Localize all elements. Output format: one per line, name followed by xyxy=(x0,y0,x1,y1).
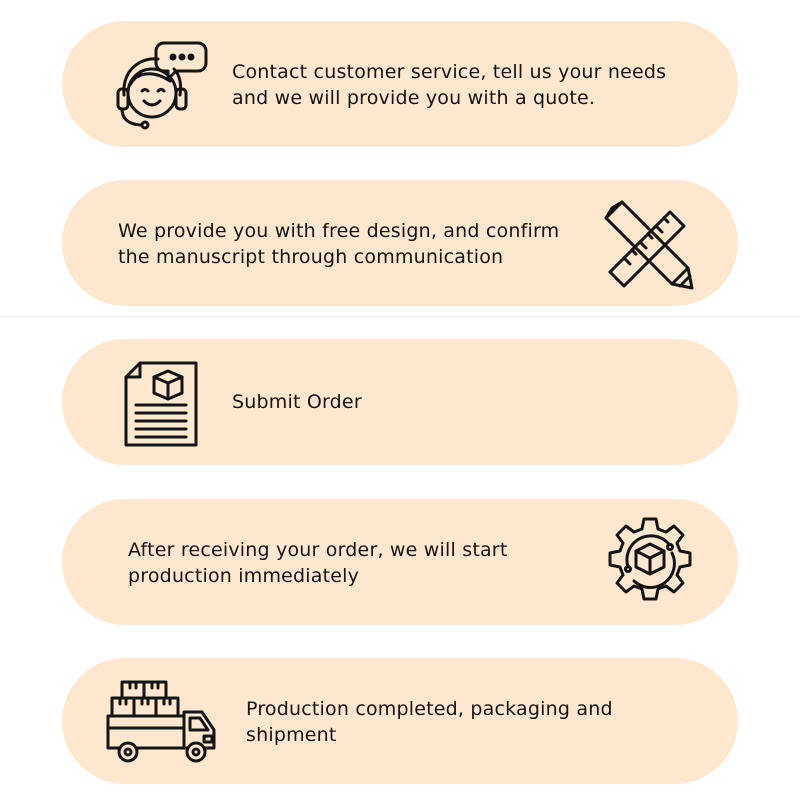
step-text-line: After receiving your order, we will star… xyxy=(128,539,508,561)
step-text-line: Contact customer service, tell us your n… xyxy=(232,61,667,83)
production-gear-icon xyxy=(600,513,700,613)
pencil-ruler-icon xyxy=(600,198,696,294)
step-text: Contact customer service, tell us your n… xyxy=(232,59,666,111)
order-document-icon xyxy=(122,359,202,449)
step-card-submit-order: Submit Order xyxy=(62,339,738,465)
step-text-line: the manuscript through communication xyxy=(118,246,504,268)
step-card-design: We provide you with free design, and con… xyxy=(62,180,738,306)
divider xyxy=(0,316,800,317)
step-text: Production completed, packaging and ship… xyxy=(246,696,613,748)
step-text: We provide you with free design, and con… xyxy=(118,218,559,270)
customer-service-icon xyxy=(112,33,212,133)
step-text-line: and we will provide you with a quote. xyxy=(232,87,596,109)
step-card-shipment: Production completed, packaging and ship… xyxy=(62,658,738,784)
step-text-line: Submit Order xyxy=(232,391,362,413)
step-text: Submit Order xyxy=(232,389,362,415)
step-text: After receiving your order, we will star… xyxy=(128,537,507,589)
step-text-line: production immediately xyxy=(128,565,360,587)
step-text-line: shipment xyxy=(246,724,337,746)
step-card-production: After receiving your order, we will star… xyxy=(62,499,738,625)
step-text-line: We provide you with free design, and con… xyxy=(118,220,560,242)
delivery-truck-icon xyxy=(104,676,218,768)
step-text-line: Production completed, packaging and xyxy=(246,698,613,720)
step-card-contact: Contact customer service, tell us your n… xyxy=(62,21,738,147)
